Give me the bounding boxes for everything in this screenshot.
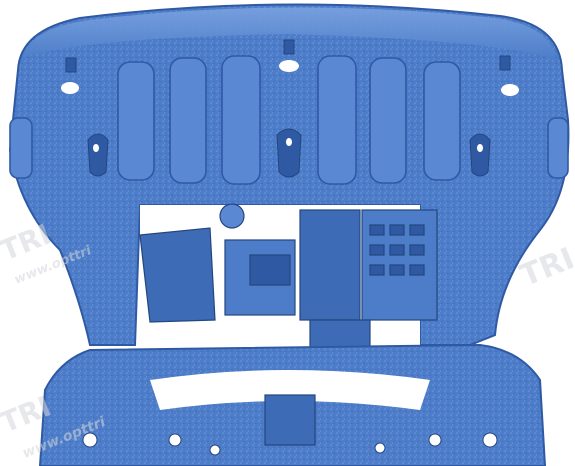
mounting-tabs bbox=[65, 39, 511, 178]
center-bracket bbox=[264, 394, 316, 446]
holes bbox=[61, 60, 519, 152]
engine-components bbox=[139, 203, 438, 361]
front-lip bbox=[22, 7, 556, 61]
subframe-cutout bbox=[150, 370, 430, 410]
stiffening-ribs bbox=[9, 55, 569, 185]
subframe-holes bbox=[82, 432, 498, 456]
